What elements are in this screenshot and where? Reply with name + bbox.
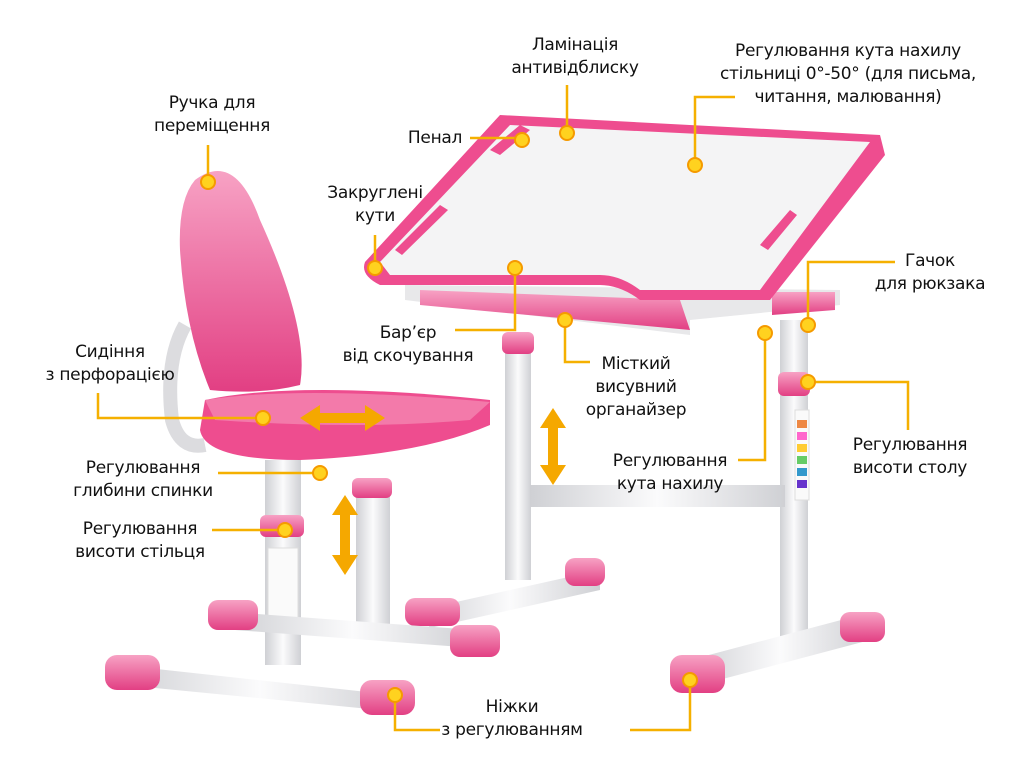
desk xyxy=(364,115,885,693)
label-pencil-case: Пенал xyxy=(407,128,463,148)
adjustment-arrows xyxy=(300,405,566,575)
height-scale xyxy=(797,420,807,488)
organizer-drawer xyxy=(420,290,690,330)
desk-left-leg xyxy=(505,340,531,580)
callout-lines xyxy=(96,85,910,732)
desk-crossbar xyxy=(530,485,785,507)
chair-backrest xyxy=(179,171,302,392)
chair xyxy=(105,171,500,715)
callout-markers xyxy=(200,125,816,703)
desk-surface xyxy=(380,125,870,290)
